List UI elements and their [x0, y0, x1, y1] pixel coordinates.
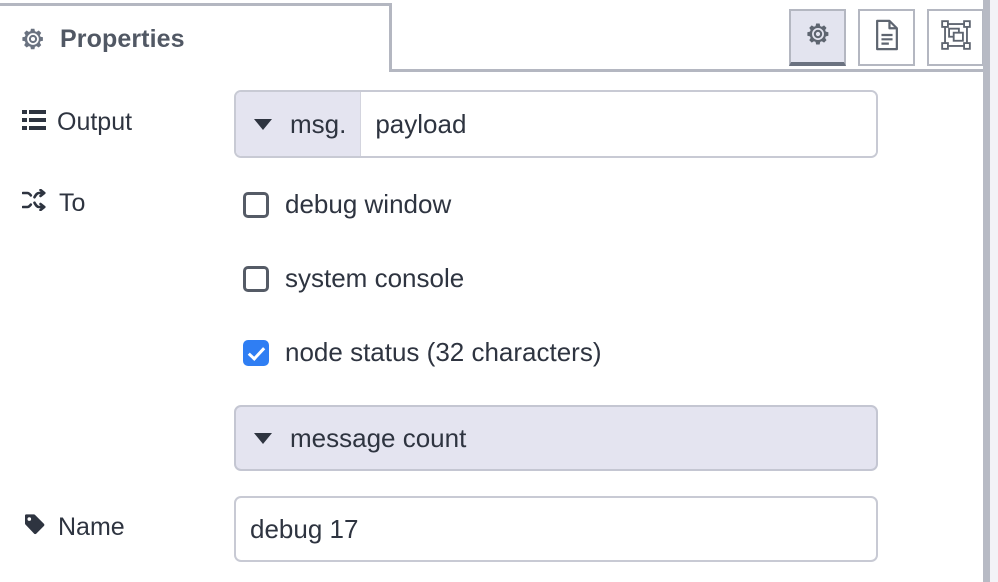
chevron-down-icon	[254, 118, 272, 130]
output-property-value[interactable]: payload	[361, 92, 876, 156]
output-typed-input[interactable]: msg. payload	[234, 90, 878, 158]
name-row: Name	[0, 496, 983, 562]
appearance-icon	[940, 20, 971, 55]
checkbox-system-console[interactable]: system console	[243, 263, 464, 294]
checkbox-node-status[interactable]: node status (32 characters)	[243, 337, 602, 368]
to-label: To	[21, 188, 86, 218]
name-label: Name	[22, 512, 125, 543]
output-type-label: msg.	[290, 108, 347, 139]
status-type-select[interactable]: message count	[234, 405, 878, 471]
status-type-value: message count	[290, 422, 467, 453]
flow-canvas-backdrop	[990, 0, 998, 582]
list-icon	[22, 108, 46, 137]
name-label-text: Name	[58, 513, 125, 541]
shuffle-icon	[21, 188, 48, 218]
checkbox-debug-window-label: debug window	[285, 189, 452, 219]
checkbox-debug-window-box[interactable]	[243, 191, 269, 218]
to-label-text: To	[59, 189, 86, 217]
gear-icon	[20, 26, 46, 52]
tab-properties-label: Properties	[60, 24, 185, 53]
checkbox-system-console-label: system console	[285, 263, 465, 293]
panel-toolbar	[789, 9, 984, 66]
output-row: Output msg. payload	[0, 90, 983, 158]
name-input[interactable]	[234, 496, 878, 562]
properties-tool-button[interactable]	[789, 9, 846, 66]
checkbox-node-status-label: node status (32 characters)	[285, 337, 602, 367]
panel-tab-bar: Properties	[0, 0, 984, 72]
status-type-row: message count	[0, 405, 983, 471]
output-label-text: Output	[57, 108, 133, 136]
panel-scrollbar[interactable]	[983, 0, 990, 582]
checkbox-node-status-box[interactable]	[243, 339, 269, 366]
to-row: To debug window system console node stat…	[0, 186, 983, 476]
checkbox-system-console-box[interactable]	[243, 265, 269, 292]
gear-icon	[804, 20, 832, 53]
tag-icon	[22, 512, 47, 543]
chevron-down-icon	[254, 432, 272, 444]
output-type-selector[interactable]: msg.	[236, 92, 362, 156]
tab-properties[interactable]: Properties	[0, 3, 392, 72]
appearance-tool-button[interactable]	[927, 9, 984, 66]
tab-bar-underline	[391, 69, 983, 72]
description-tool-button[interactable]	[858, 9, 915, 66]
output-label: Output	[22, 108, 132, 137]
checkbox-debug-window[interactable]: debug window	[243, 189, 451, 220]
document-icon	[873, 19, 901, 56]
